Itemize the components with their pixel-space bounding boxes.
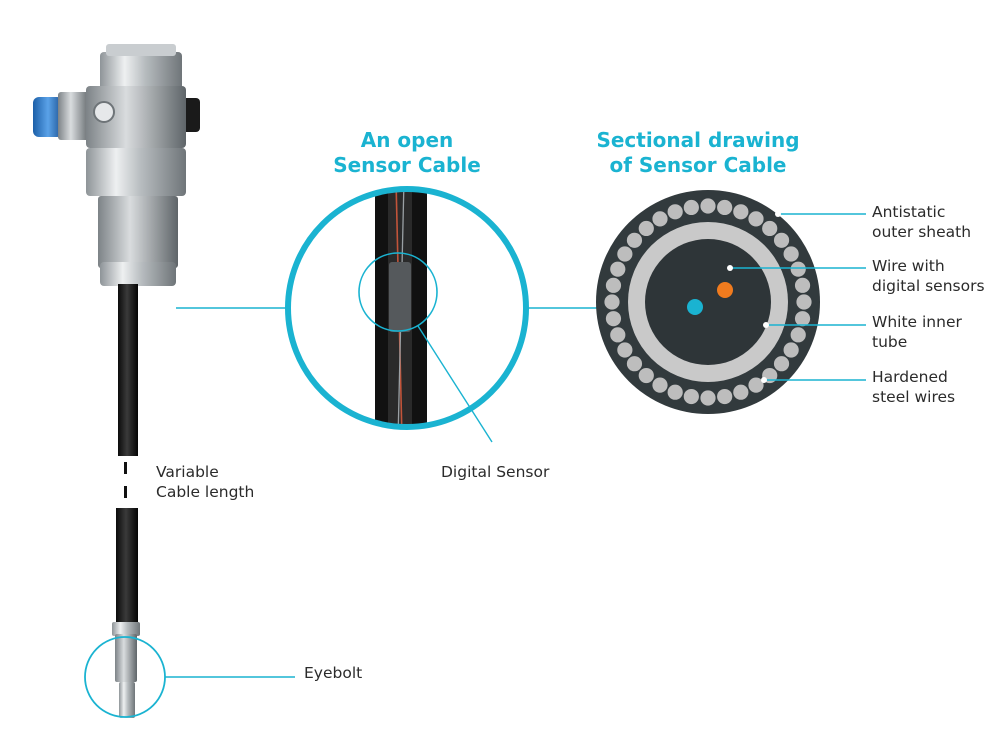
label-steel-2: steel wires	[872, 388, 955, 406]
steel-wire	[762, 220, 778, 237]
steel-wire	[604, 294, 620, 310]
blue-connector-cap	[33, 97, 63, 137]
steel-wire	[773, 232, 790, 248]
steel-wire	[638, 367, 654, 384]
label-wire-2: digital sensors	[872, 277, 985, 295]
cable-core	[645, 239, 771, 365]
steel-wire	[626, 232, 643, 248]
sensor-wire-orange	[717, 282, 733, 298]
label-wire: Wire with	[872, 257, 945, 275]
leader-dot	[761, 377, 767, 383]
lower-hex	[86, 148, 186, 196]
label-eyebolt: Eyebolt	[304, 664, 362, 682]
open-cable-view	[176, 186, 598, 443]
label-steel: Hardened	[872, 368, 948, 386]
steel-wire	[667, 204, 683, 220]
steel-wire	[626, 356, 643, 372]
label-digital-sensor: Digital Sensor	[441, 463, 550, 481]
steel-wire	[652, 377, 668, 393]
leader-dot	[763, 322, 769, 328]
sensor-wire-blue	[687, 299, 703, 315]
sleeve	[98, 196, 178, 268]
steel-wire	[610, 327, 626, 343]
steel-wire	[683, 388, 699, 405]
steel-wire	[605, 277, 622, 293]
label-antistatic-2: outer sheath	[872, 223, 971, 241]
connector-nut	[58, 92, 90, 140]
title-section-2: of Sensor Cable	[610, 153, 787, 177]
steel-wire	[617, 246, 633, 262]
steel-wire	[794, 311, 811, 327]
steel-wire	[733, 204, 749, 220]
title-open-cable-2: Sensor Cable	[333, 153, 481, 177]
bolt-head	[93, 101, 115, 123]
steel-wire	[700, 198, 716, 214]
cable-upper	[118, 284, 138, 456]
steel-wire	[733, 384, 749, 400]
steel-wire	[638, 220, 654, 237]
steel-wire	[748, 211, 764, 227]
eyebolt-tip	[119, 682, 135, 718]
steel-wire	[783, 246, 799, 262]
steel-wire	[683, 199, 699, 216]
steel-wires-ring	[604, 198, 812, 406]
steel-wire	[783, 342, 799, 358]
section-drawing	[596, 190, 866, 414]
label-inner-tube-2: tube	[872, 333, 907, 351]
leader-digital-sensor	[417, 325, 493, 443]
label-inner-tube: White inner	[872, 313, 962, 331]
sensor-assembly	[33, 44, 200, 718]
eyebolt-body	[115, 634, 137, 682]
steel-wire	[794, 277, 811, 293]
steel-wire	[796, 294, 812, 310]
eyebolt-collar	[112, 622, 140, 636]
body-block	[86, 86, 186, 148]
steel-wire	[717, 199, 733, 216]
title-section: Sectional drawing	[596, 128, 799, 152]
label-antistatic: Antistatic	[872, 203, 945, 221]
leader-dot	[775, 211, 781, 217]
steel-wire	[605, 311, 622, 327]
digital-sensor-highlight	[358, 252, 438, 332]
steel-wire	[667, 384, 683, 400]
sleeve-ring	[100, 262, 176, 286]
hex-nut-top	[106, 44, 176, 56]
open-cable-frame	[285, 186, 529, 430]
label-variable-2: Cable length	[156, 483, 254, 501]
leader-dot	[727, 265, 733, 271]
title-open-cable: An open	[361, 128, 454, 152]
steel-wire	[748, 377, 764, 393]
steel-wire	[610, 261, 626, 277]
cable-break-mark	[124, 486, 127, 498]
steel-wire	[652, 211, 668, 227]
digital-sensor-chip	[389, 262, 411, 332]
steel-wire	[617, 342, 633, 358]
steel-wire	[773, 356, 790, 372]
cable-lower	[116, 508, 138, 628]
steel-wire	[700, 390, 716, 406]
steel-wire	[717, 388, 733, 405]
steel-wire	[790, 327, 806, 343]
label-variable: Variable	[156, 463, 219, 481]
cable-break-mark	[124, 462, 127, 474]
steel-wire	[790, 261, 806, 277]
